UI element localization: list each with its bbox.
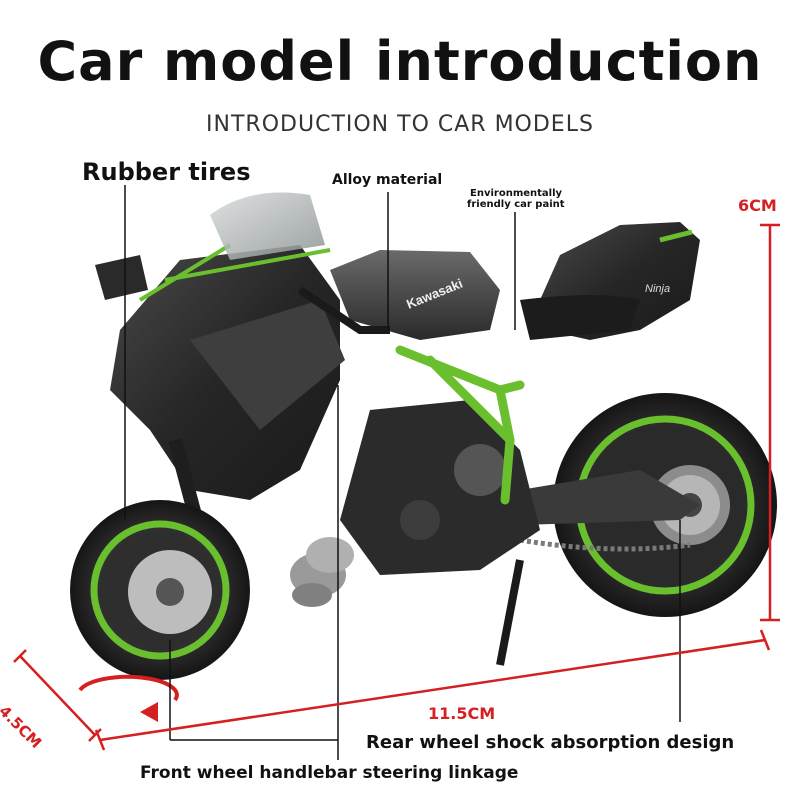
callout-rear-shock: Rear wheel shock absorption design [366, 732, 735, 753]
handlebar [297, 286, 390, 334]
drive-chain [519, 537, 691, 552]
front-wheel [70, 500, 250, 680]
swingarm [520, 470, 700, 525]
dimension-height: 6CM [738, 196, 777, 215]
callout-alloy-material: Alloy material [332, 172, 443, 188]
callout-lines [124, 185, 681, 760]
callout-paint-line1: Environmentally [470, 188, 563, 199]
exhaust-pipes [290, 537, 354, 607]
callout-rubber-tires: Rubber tires [82, 158, 251, 186]
page-title: Car model introduction [37, 30, 763, 93]
kickstand [496, 559, 524, 666]
mirror [95, 255, 148, 300]
callout-paint-line2: friendly car paint [467, 199, 565, 210]
trellis-frame [395, 345, 525, 505]
tail-decal: Ninja [645, 283, 670, 295]
rotation-arrow [78, 674, 179, 702]
page-subtitle: INTRODUCTION TO CAR MODELS [206, 112, 594, 137]
dimension-length: 11.5CM [428, 704, 496, 723]
seat [520, 295, 640, 340]
windscreen [210, 192, 325, 260]
fuel-tank [330, 250, 500, 340]
dimension-lines [13, 223, 780, 751]
engine-block [340, 400, 540, 575]
callout-front-steering: Front wheel handlebar steering linkage [140, 763, 519, 783]
